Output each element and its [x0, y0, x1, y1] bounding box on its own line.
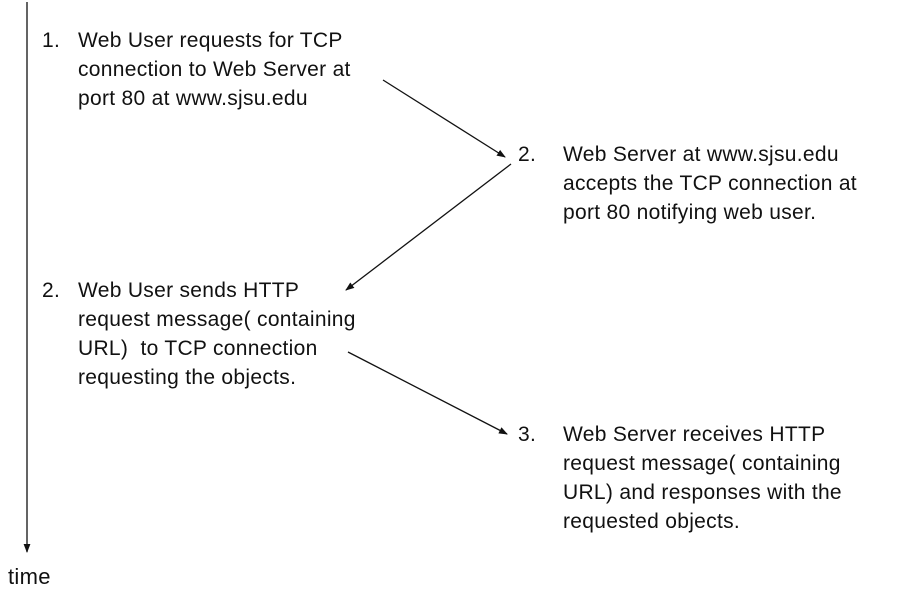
arrow-tcp-request-user-to-server — [382, 79, 506, 158]
step-number: 2. — [518, 143, 537, 166]
arrow-http-request-user-to-server — [347, 351, 508, 435]
step-text: Web Server receives HTTP request message… — [563, 423, 842, 533]
step-number: 3. — [518, 423, 537, 446]
step-2-web-server-accepts: 2. Web Server at www.sjsu.edu accepts th… — [518, 140, 857, 227]
step-2-web-user-sends-http: 2. Web User sends HTTP request message( … — [42, 276, 356, 392]
step-number: 2. — [42, 279, 61, 302]
step-text: Web Server at www.sjsu.edu accepts the T… — [563, 143, 857, 224]
step-number: 1. — [42, 29, 61, 52]
arrow-tcp-accept-server-to-user — [345, 163, 512, 291]
time-axis-label: time — [8, 564, 51, 589]
step-1-web-user-tcp-request: 1. Web User requests for TCP connection … — [42, 26, 351, 113]
step-text: Web User requests for TCP connection to … — [78, 29, 351, 110]
step-3-web-server-receives: 3. Web Server receives HTTP request mess… — [518, 420, 842, 536]
step-text: Web User sends HTTP request message( con… — [78, 279, 356, 389]
